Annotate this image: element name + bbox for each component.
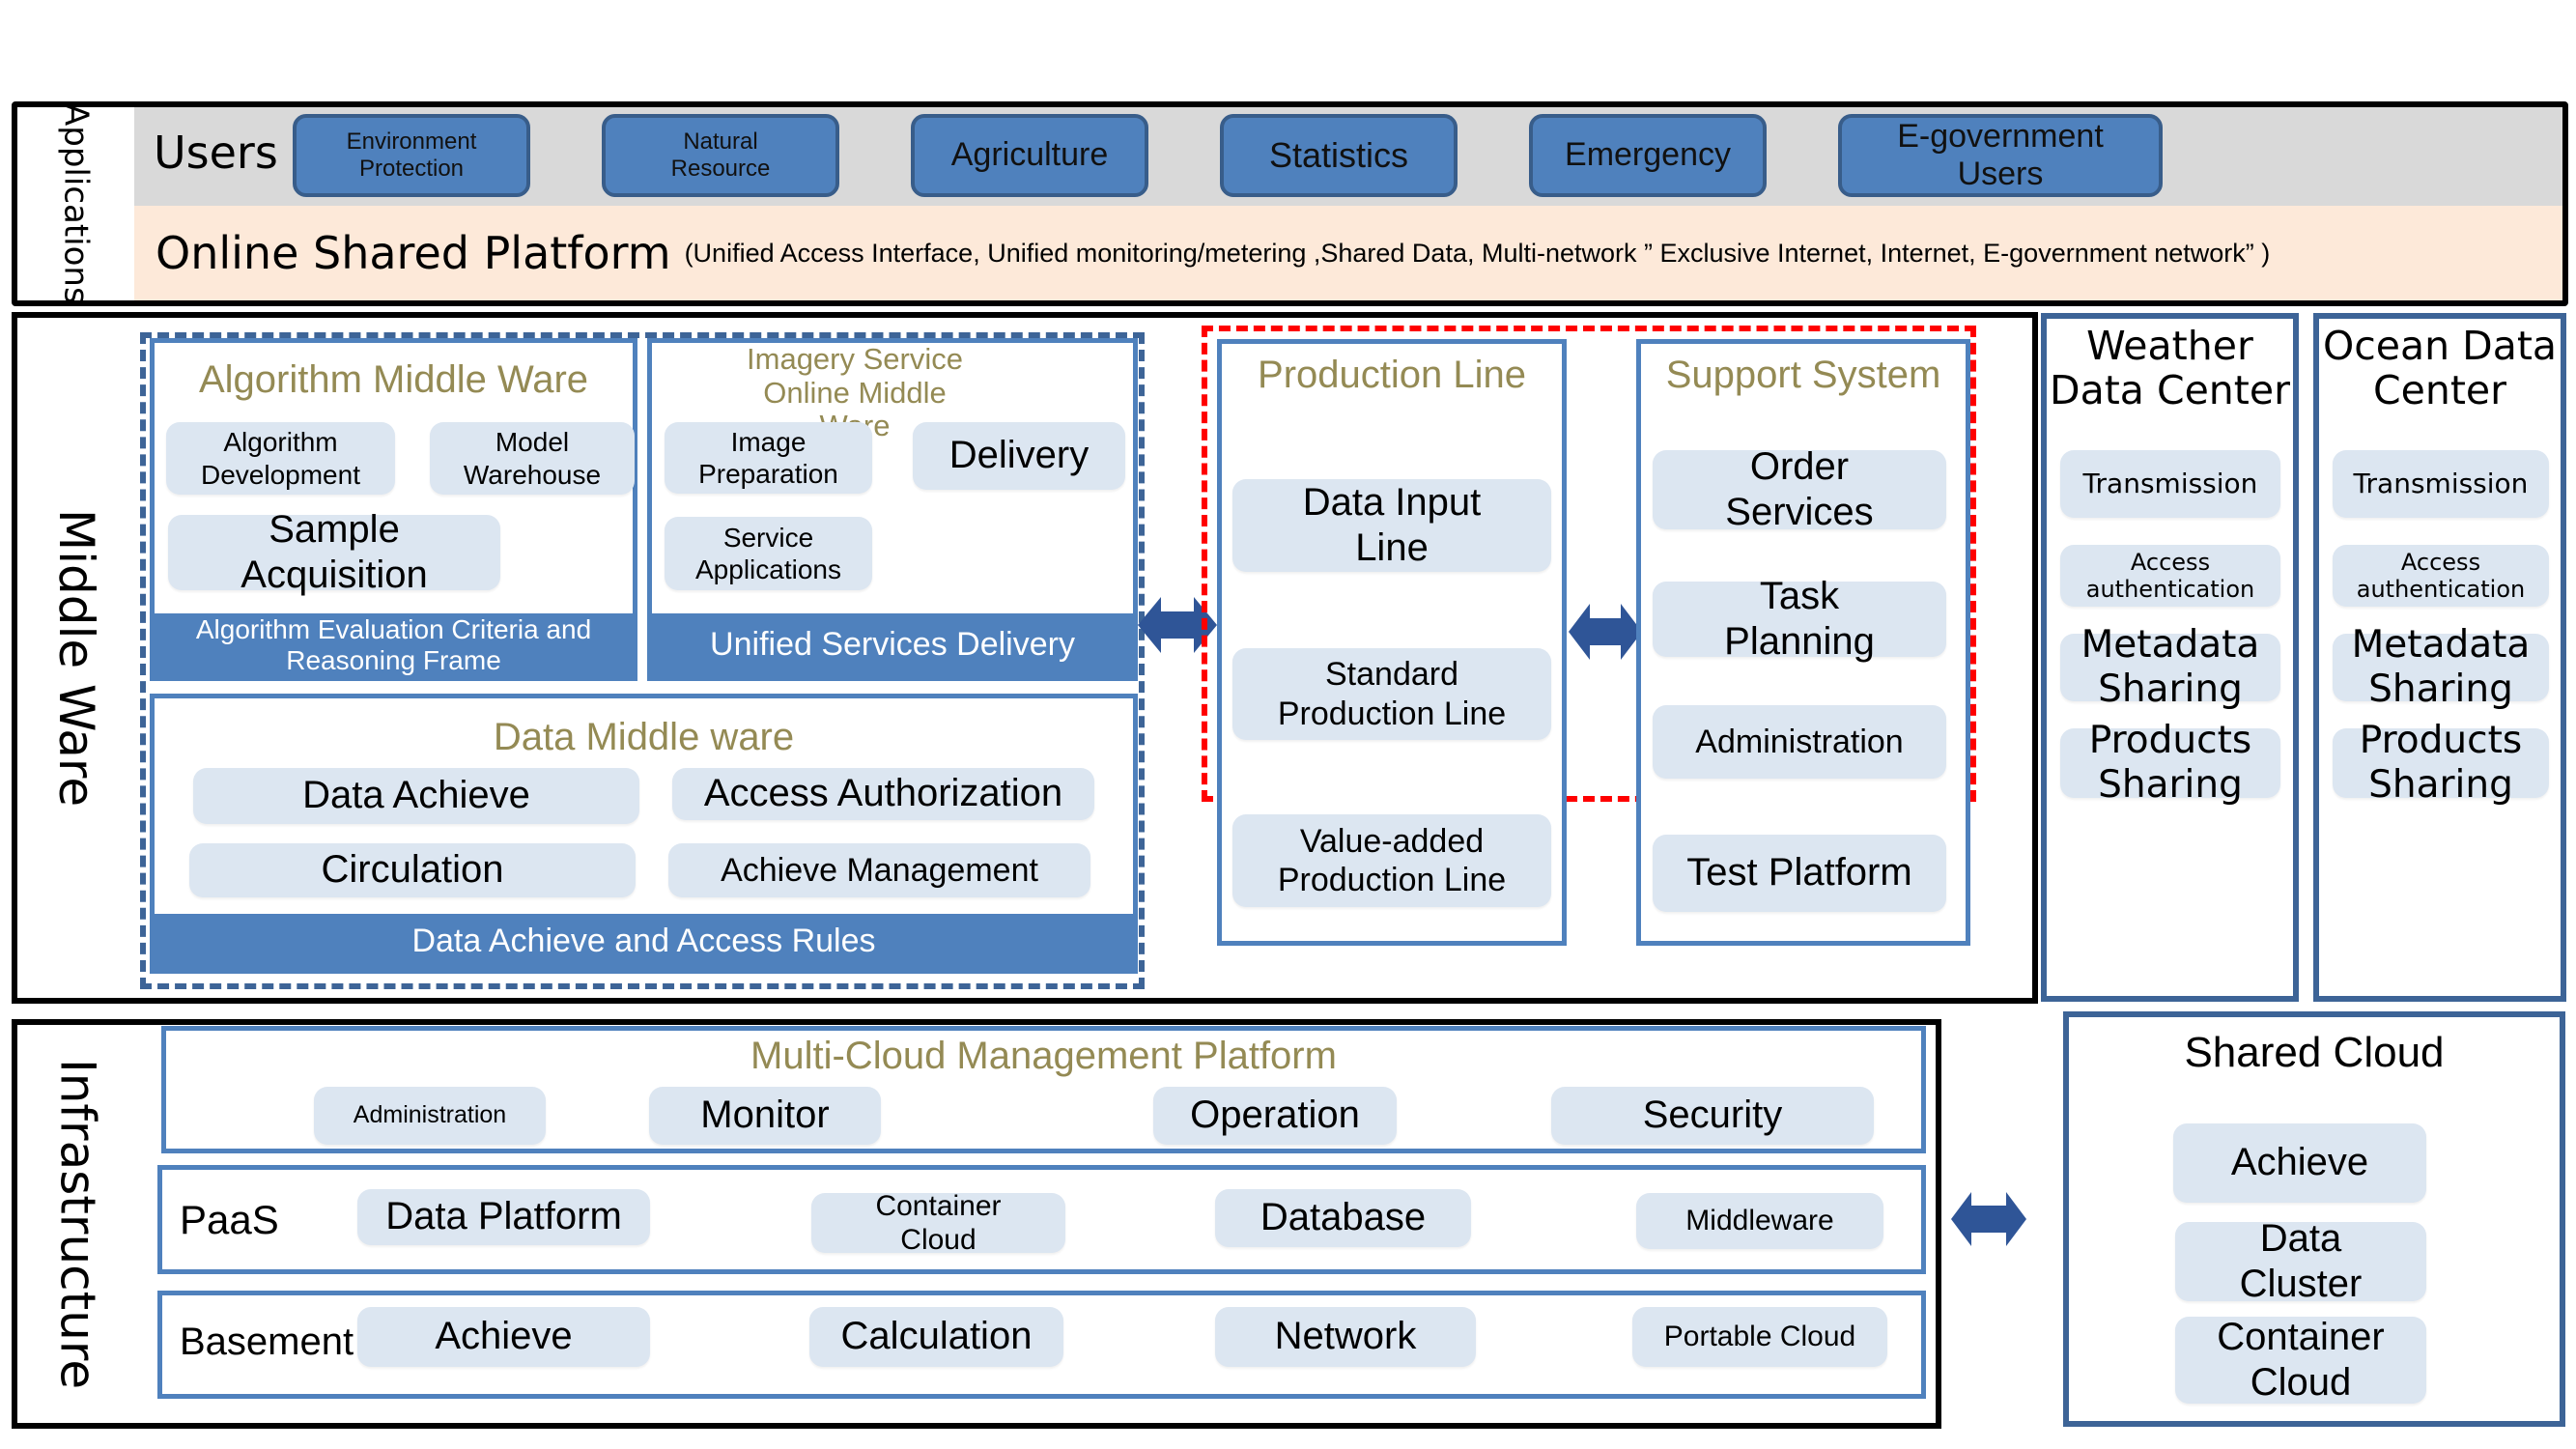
middleware-label: Middle Ware [48, 508, 104, 808]
algorithm-middleware-title: Algorithm Middle Ware [198, 358, 589, 401]
platform-detail: (Unified Access Interface, Unified monit… [684, 238, 2271, 268]
chip-calculation[interactable]: Calculation [809, 1307, 1063, 1367]
users-row: Users Environment Protection Natural Res… [134, 107, 2562, 206]
chip-service-applications[interactable]: Service Applications [665, 517, 872, 590]
basement-layer: Basement Achieve Calculation Network Por… [157, 1291, 1926, 1399]
shared-cloud: Shared Cloud Achieve Data Cluster Contai… [2063, 1011, 2565, 1427]
chip-middleware[interactable]: Middleware [1636, 1193, 1883, 1249]
weather-data-center-title: Weather Data Center [2050, 323, 2290, 413]
double-arrow-icon [1951, 1192, 2026, 1246]
users-label: Users [154, 127, 278, 179]
user-natural-resource[interactable]: Natural Resource [602, 114, 839, 197]
chip-multicloud-monitor[interactable]: Monitor [649, 1087, 881, 1145]
user-e-government-users[interactable]: E-government Users [1838, 114, 2163, 197]
shared-cloud-title: Shared Cloud [2184, 1029, 2445, 1076]
middleware-group-outline [140, 332, 1145, 989]
chip-value-added-production-line[interactable]: Value-added Production Line [1232, 814, 1551, 907]
chip-ocean-metadata-sharing[interactable]: Metadata Sharing [2333, 623, 2549, 711]
chip-container-cloud[interactable]: Container Cloud [811, 1190, 1065, 1256]
chip-multicloud-security[interactable]: Security [1551, 1087, 1874, 1145]
multicloud-title: Multi-Cloud Management Platform [750, 1035, 1337, 1077]
chip-model-warehouse[interactable]: Model Warehouse [430, 422, 635, 495]
chip-administration[interactable]: Administration [1653, 705, 1946, 779]
chip-test-platform[interactable]: Test Platform [1653, 835, 1946, 912]
chip-ocean-transmission[interactable]: Transmission [2333, 450, 2549, 518]
paas-label: PaaS [180, 1197, 279, 1242]
double-arrow-icon [1138, 597, 1217, 653]
unified-services-delivery-band: Unified Services Delivery [652, 613, 1133, 676]
chip-circulation[interactable]: Circulation [189, 843, 636, 897]
support-system: Support System Order Services Task Plann… [1636, 339, 1970, 946]
data-middleware: Data Middle ware Data Achieve Access Aut… [150, 694, 1138, 974]
ocean-data-center-title: Ocean Data Center [2322, 323, 2558, 413]
chip-access-authorization[interactable]: Access Authorization [672, 768, 1094, 820]
chip-task-planning[interactable]: Task Planning [1653, 575, 1946, 663]
user-statistics[interactable]: Statistics [1220, 114, 1458, 197]
applications-layer: Applications Users Environment Protectio… [12, 101, 2568, 306]
chip-multicloud-operation[interactable]: Operation [1153, 1087, 1397, 1145]
chip-achieve-management[interactable]: Achieve Management [668, 843, 1090, 897]
user-environment-protection[interactable]: Environment Protection [293, 114, 530, 197]
chip-shared-data-cluster[interactable]: Data Cluster [2175, 1217, 2426, 1305]
chip-standard-production-line[interactable]: Standard Production Line [1232, 648, 1551, 740]
imagery-middleware-title: Imagery Service Online Middle Ware [747, 342, 963, 442]
imagery-middleware: Imagery Service Online Middle Ware Image… [647, 338, 1138, 681]
paas-layer: PaaS Data Platform Container Cloud Datab… [157, 1165, 1926, 1274]
ocean-data-center: Ocean Data Center Transmission Access au… [2313, 313, 2566, 1002]
chip-weather-transmission[interactable]: Transmission [2060, 450, 2280, 518]
chip-ocean-products-sharing[interactable]: Products Sharing [2333, 719, 2549, 807]
chip-basement-achieve[interactable]: Achieve [357, 1307, 650, 1367]
chip-algorithm-development[interactable]: Algorithm Development [166, 422, 395, 495]
chip-order-services[interactable]: Order Services [1653, 445, 1946, 533]
chip-network[interactable]: Network [1215, 1307, 1476, 1367]
chip-weather-metadata-sharing[interactable]: Metadata Sharing [2060, 623, 2280, 711]
chip-shared-container-cloud[interactable]: Container Cloud [2175, 1316, 2426, 1404]
basement-label: Basement [180, 1321, 354, 1363]
chip-multicloud-administration[interactable]: Administration [314, 1087, 546, 1145]
multicloud-management-platform: Multi-Cloud Management Platform Administ… [161, 1026, 1926, 1153]
double-arrow-icon [1569, 604, 1642, 660]
platform-title: Online Shared Platform [156, 227, 671, 279]
infrastructure-label: Infrastructure [49, 1058, 106, 1390]
data-middleware-title: Data Middle ware [493, 716, 795, 758]
algorithm-middleware: Algorithm Middle Ware Algorithm Developm… [150, 338, 637, 681]
chip-data-platform[interactable]: Data Platform [357, 1189, 650, 1245]
chip-weather-products-sharing[interactable]: Products Sharing [2060, 719, 2280, 807]
online-shared-platform-row: Online Shared Platform (Unified Access I… [134, 206, 2562, 300]
user-emergency[interactable]: Emergency [1529, 114, 1767, 197]
data-achieve-access-rules-band: Data Achieve and Access Rules [155, 914, 1133, 969]
chip-weather-access-authentication[interactable]: Access authentication [2060, 545, 2280, 607]
algorithm-evaluation-band: Algorithm Evaluation Criteria and Reason… [155, 613, 633, 676]
chip-data-achieve[interactable]: Data Achieve [193, 768, 639, 824]
chip-ocean-access-authentication[interactable]: Access authentication [2333, 545, 2549, 607]
production-line-title: Production Line [1258, 354, 1526, 396]
chip-portable-cloud[interactable]: Portable Cloud [1632, 1307, 1887, 1367]
production-support-highlight [1202, 326, 1976, 802]
user-agriculture[interactable]: Agriculture [911, 114, 1148, 197]
chip-sample-acquisition[interactable]: Sample Acquisition [168, 508, 500, 596]
chip-delivery[interactable]: Delivery [913, 422, 1125, 490]
applications-label: Applications [56, 103, 96, 304]
production-line: Production Line Data Input Line Standard… [1217, 339, 1567, 946]
chip-shared-achieve[interactable]: Achieve [2173, 1123, 2426, 1203]
chip-database[interactable]: Database [1215, 1189, 1471, 1247]
support-system-title: Support System [1665, 354, 1941, 396]
chip-image-preparation[interactable]: Image Preparation [665, 422, 872, 494]
chip-data-input-line[interactable]: Data Input Line [1232, 479, 1551, 572]
weather-data-center: Weather Data Center Transmission Access … [2041, 313, 2299, 1002]
